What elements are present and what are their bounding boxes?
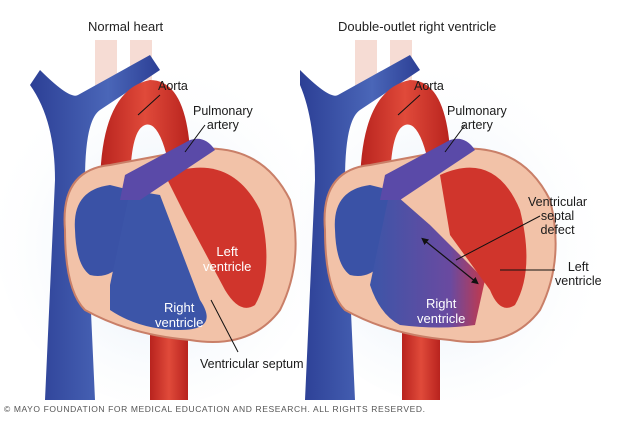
normal-heart-illustration [0,40,316,400]
aorta-label: Aorta [158,79,188,93]
copyright-notice: © MAYO FOUNDATION FOR MEDICAL EDUCATION … [4,404,426,414]
left-ventricle-label: Left ventricle [203,244,252,274]
ventricular-septum-label: Ventricular septum [200,357,304,371]
panel-title: Double-outlet right ventricle [338,19,497,34]
ventricular-septal-defect-label: Ventricular septal defect [528,195,588,237]
right-ventricle-label: Right ventricle [417,296,466,326]
aorta-label: Aorta [414,79,444,93]
left-ventricle-label: Left ventricle [555,260,602,288]
panel-title: Normal heart [88,19,164,34]
pulmonary-artery-label: Pulmonary artery [193,104,253,132]
normal-heart-panel: Normal heart Aorta Pulmonary artery Left… [0,0,316,400]
pulmonary-artery-label: Pulmonary artery [447,104,507,132]
dorv-heart-panel: Double-outlet right ventricle Aorta Pulm… [300,0,616,400]
right-ventricle-label: Right ventricle [155,300,204,330]
dorv-heart-illustration [300,40,615,400]
